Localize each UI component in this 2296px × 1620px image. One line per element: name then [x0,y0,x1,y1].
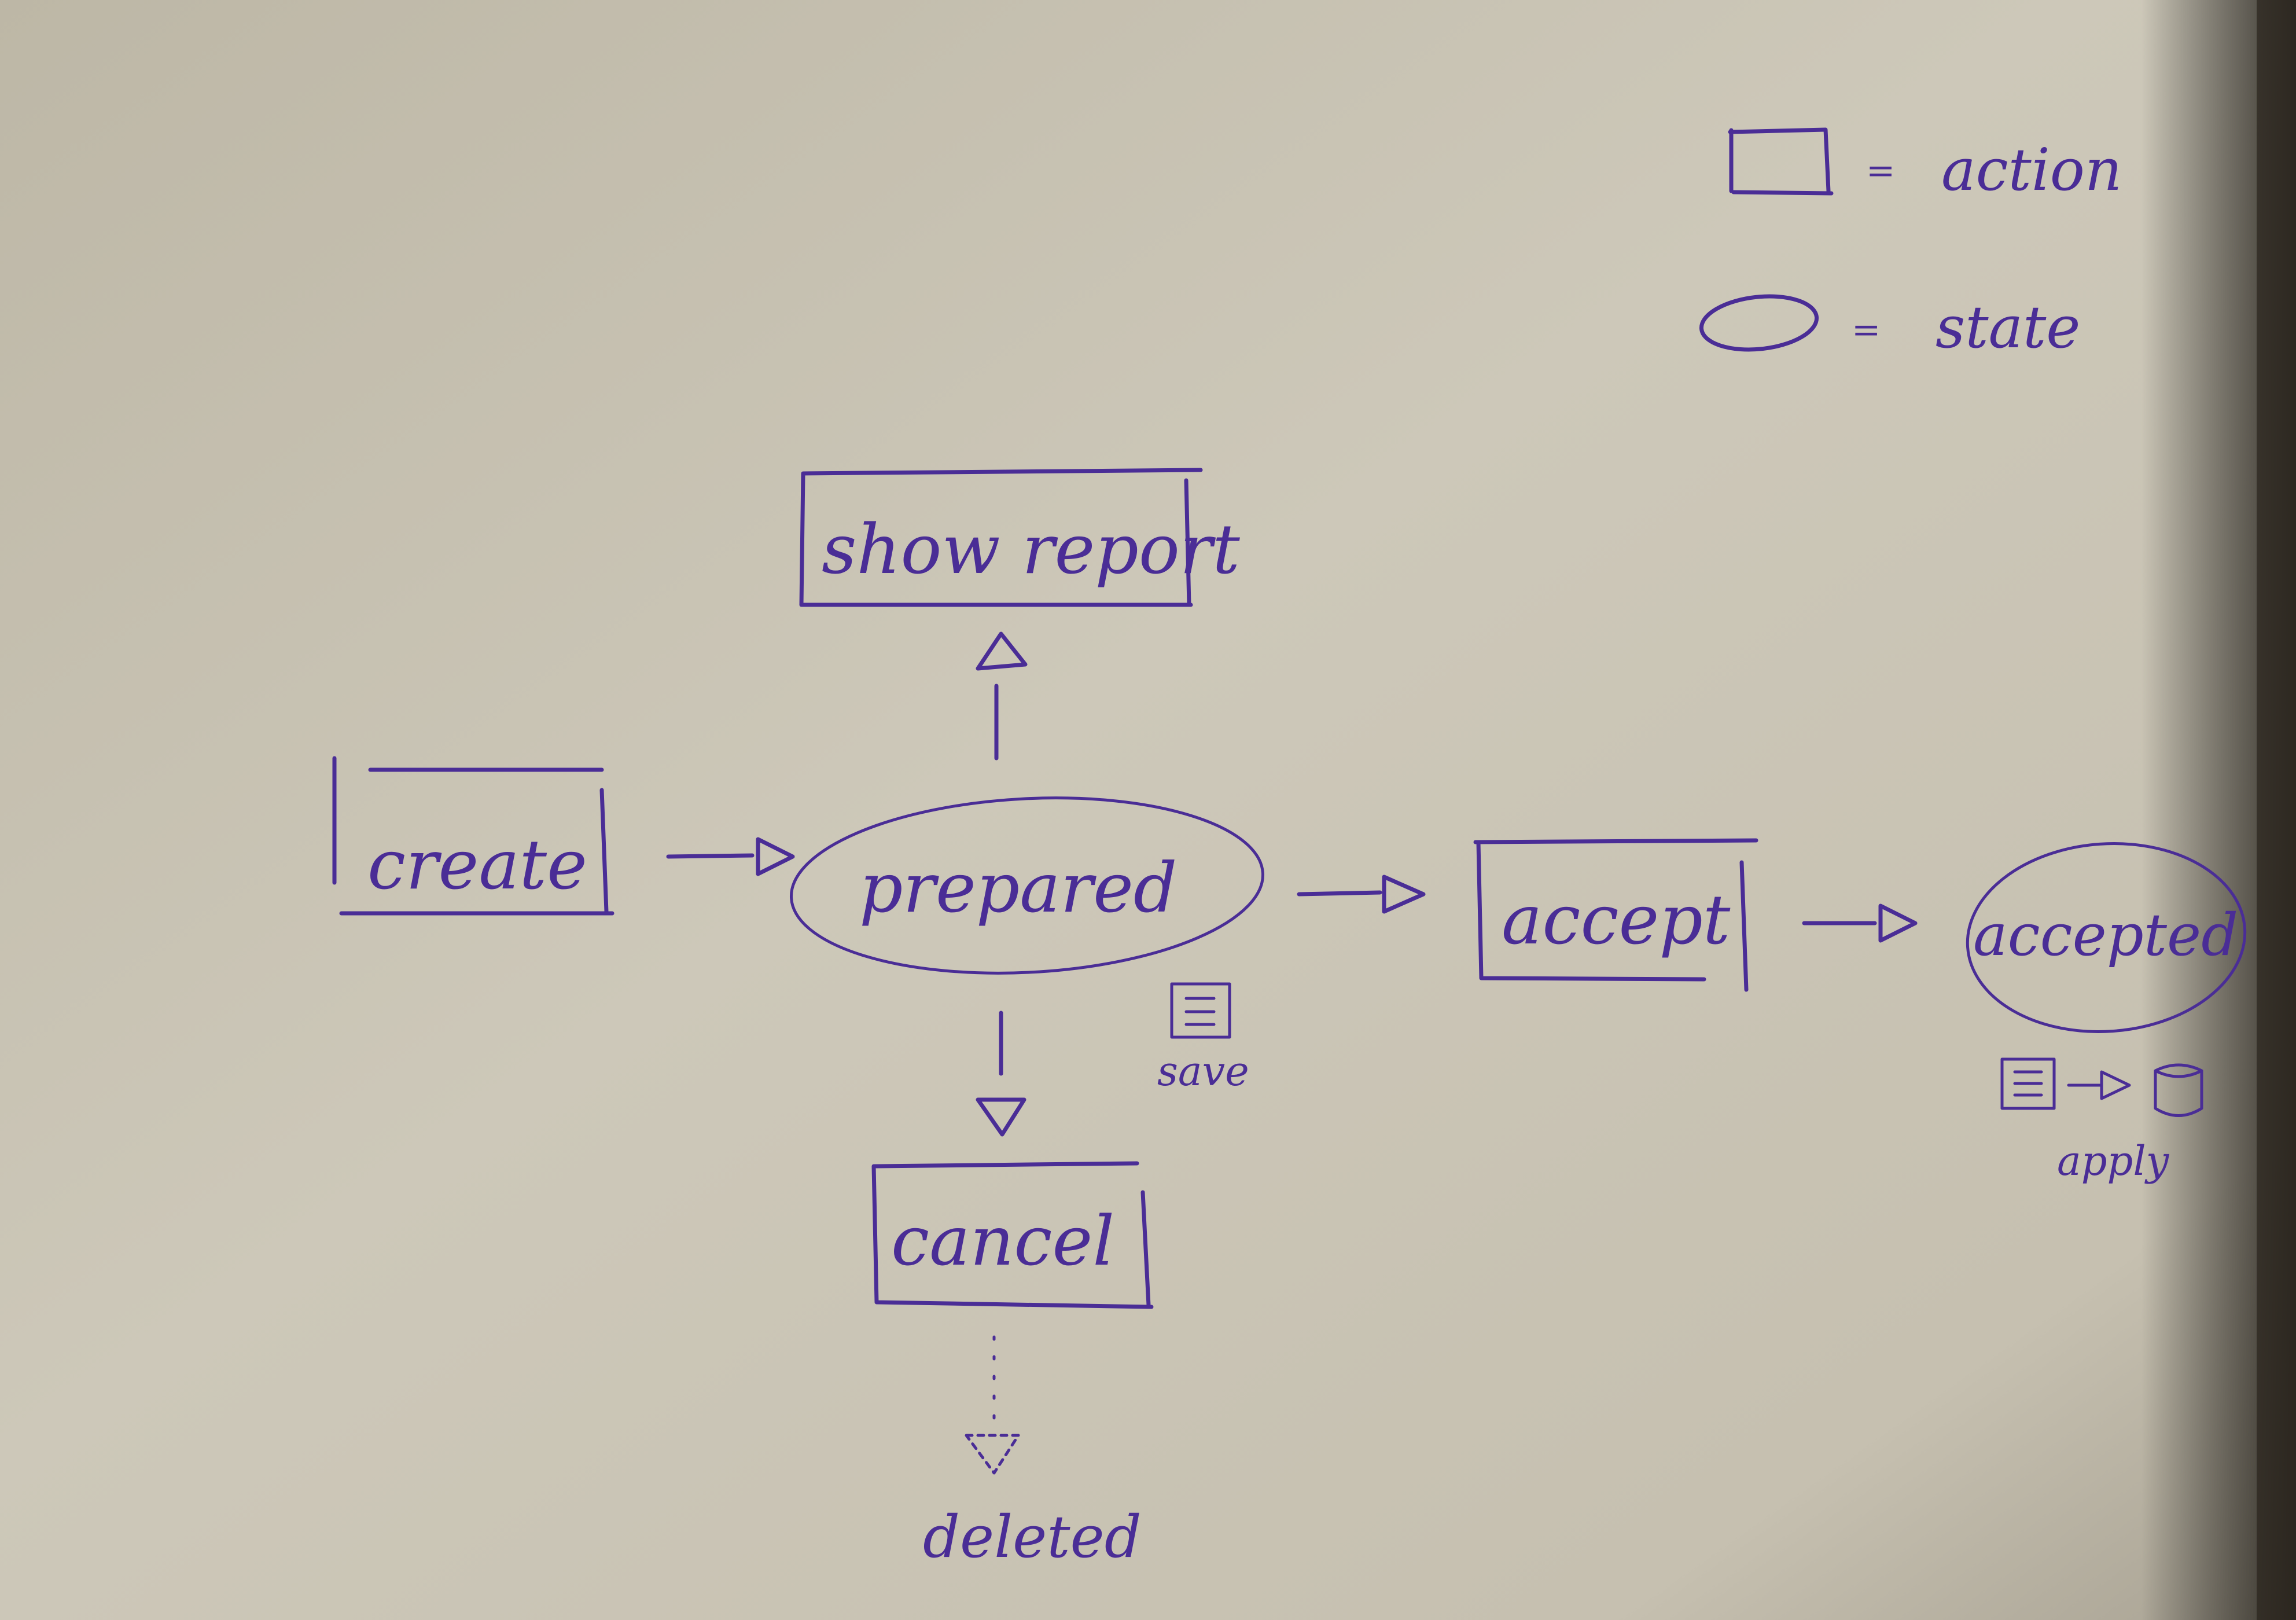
show-report-box [799,468,1203,607]
prepared-ellipse [789,796,1265,975]
arrow-head-up [976,631,1028,671]
accept-label: accept [1502,880,1731,960]
arrow-shaft [1297,890,1382,897]
prepared-label: prepared [859,848,1177,928]
arrow-head-right [756,837,795,876]
dotted-arrow-head [965,1434,1020,1475]
arrow-head-down [976,1097,1026,1137]
arrow-prepared-to-accept [1297,875,1426,914]
arrow-prepared-to-cancel [976,1011,1026,1137]
apply-annotation: apply [2000,1057,2203,1185]
node-create: create [332,756,615,916]
accept-box [1473,838,1758,992]
legend-action-row: = action [1728,127,2122,204]
arrow-shaft [666,853,755,859]
cancel-label: cancel [891,1201,1114,1281]
legend-equals-1: = [1866,150,1895,191]
arrow-head-right [1382,875,1426,914]
legend-state-label: state [1936,293,2081,361]
legend-action-label: action [1941,136,2122,204]
arrow-head-right [1878,903,1918,943]
legend: = action = state [1699,127,2122,361]
create-label: create [367,825,587,905]
node-prepared: prepared [789,796,1265,975]
node-show-report: show report [799,468,1240,607]
create-box [332,756,615,916]
arrow-create-to-prepared [666,837,795,876]
board-edge [2257,0,2296,1620]
arrow-accept-to-accepted [1802,903,1918,943]
apply-label: apply [2057,1137,2170,1185]
accepted-label: accepted [1973,901,2238,969]
show-report-label: show report [822,509,1240,589]
document-icon [1170,982,1231,1039]
legend-rect-icon [1728,127,1834,196]
legend-equals-2: = [1852,310,1881,350]
node-accept: accept [1473,838,1758,992]
cancel-box [871,1161,1154,1309]
node-cancel: cancel [871,1161,1154,1309]
arrow-head-right [2100,1070,2131,1100]
legend-state-row: = state [1699,293,2081,361]
save-annotation: save [1157,982,1249,1095]
arrow-prepared-to-show-report [976,631,1028,761]
arrow-cancel-to-deleted: deleted [923,1335,1142,1571]
accepted-ellipse [1966,842,2247,1033]
database-icon [2154,1063,2203,1117]
node-accepted: accepted [1966,842,2247,1033]
legend-ellipse-icon [1699,294,1819,352]
deleted-label: deleted [923,1503,1142,1571]
save-label: save [1157,1048,1249,1095]
document-icon [2000,1057,2056,1110]
